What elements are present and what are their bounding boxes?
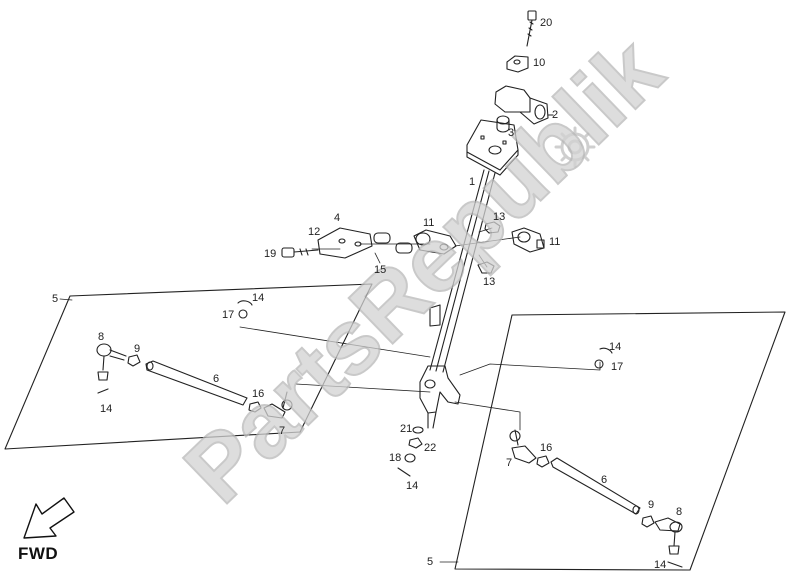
- nut-16-left: [248, 401, 262, 413]
- callout-1: 1: [469, 176, 476, 188]
- callout-6-right: 6: [601, 474, 608, 486]
- cotter-pin-14-right-top: [599, 347, 613, 354]
- cotter-pin-14-left-top: [237, 300, 253, 306]
- left-tie-rod-frame: [4, 283, 373, 450]
- washer-17-left: [238, 309, 248, 319]
- column-top-plate: [466, 119, 519, 176]
- bolt-19: [281, 247, 319, 258]
- bolt-20: [526, 10, 537, 47]
- bracket-4: [317, 227, 373, 259]
- callout-16-right: 16: [540, 442, 553, 454]
- nut-9-left: [127, 354, 141, 367]
- callout-20: 20: [540, 17, 553, 29]
- callout-7-right: 7: [506, 457, 513, 469]
- callout-19: 19: [264, 248, 277, 260]
- callout-14-left-top: 14: [252, 292, 265, 304]
- callout-9-right: 9: [648, 499, 655, 511]
- clamp-10: [506, 55, 529, 73]
- callout-2: 2: [552, 109, 559, 121]
- callout-13-lower: 13: [483, 276, 496, 288]
- callout-14-right-top: 14: [609, 341, 622, 353]
- bushing-15b: [395, 242, 413, 254]
- handlebar-clamp-2: [494, 85, 554, 125]
- nut-13-upper: [484, 221, 501, 234]
- cotter-pin-14-left-bottom: [97, 388, 109, 394]
- washer-18: [404, 453, 416, 463]
- callout-17-left: 17: [222, 309, 235, 321]
- nut-22: [408, 437, 423, 449]
- tie-rod-6-right: [550, 457, 641, 515]
- callout-9-left: 9: [134, 343, 141, 355]
- callout-22: 22: [424, 442, 437, 454]
- callout-12: 12: [308, 226, 321, 238]
- tie-rod-end-8-right: [654, 517, 683, 555]
- washer-21: [412, 426, 424, 434]
- tie-rod-end-7-left: [263, 391, 293, 419]
- callout-14-centre: 14: [406, 480, 419, 492]
- steering-shaft-1: [429, 169, 496, 373]
- nut-16-right: [536, 455, 550, 468]
- callout-17-right: 17: [611, 361, 624, 373]
- callout-10: 10: [533, 57, 546, 69]
- nut-9-right: [641, 515, 655, 528]
- washer-17-right: [594, 359, 604, 369]
- right-tie-rod-frame: [454, 311, 786, 571]
- forward-arrow-icon: [23, 497, 75, 539]
- clamp-11-left: [413, 229, 457, 255]
- callout-18: 18: [389, 452, 402, 464]
- callout-7-left: 7: [279, 425, 286, 437]
- cotter-pin-14-right-bottom: [667, 561, 683, 568]
- tie-rod-end-8-left: [96, 343, 127, 381]
- direction-label: FWD: [18, 544, 59, 563]
- nut-13-lower: [477, 261, 495, 274]
- callout-4: 4: [334, 212, 341, 224]
- clamp-11-right: [511, 227, 545, 253]
- cotter-pin-14-centre: [397, 467, 411, 477]
- bushing-3: [496, 115, 510, 133]
- callout-11-left: 11: [423, 217, 435, 229]
- callout-15: 15: [374, 264, 387, 276]
- callout-14-right-bottom: 14: [654, 559, 667, 571]
- callout-6-left: 6: [213, 373, 220, 385]
- gear-icon: [554, 126, 596, 168]
- callout-8-right: 8: [676, 506, 683, 518]
- callout-16-left: 16: [252, 388, 265, 400]
- callout-5-left: 5: [52, 293, 59, 305]
- tie-rod-end-7-right: [509, 429, 537, 464]
- callout-8-left: 8: [98, 331, 105, 343]
- bushing-15a: [373, 232, 391, 244]
- callout-14-left-bottom: 14: [100, 403, 113, 415]
- callout-21: 21: [400, 423, 413, 435]
- callout-13-upper: 13: [493, 211, 506, 223]
- callout-11-right: 11: [549, 236, 561, 248]
- column-lower-arm: [419, 365, 461, 429]
- callout-5-right: 5: [427, 556, 434, 568]
- callout-3: 3: [508, 127, 515, 139]
- tie-rod-6-left: [145, 360, 248, 406]
